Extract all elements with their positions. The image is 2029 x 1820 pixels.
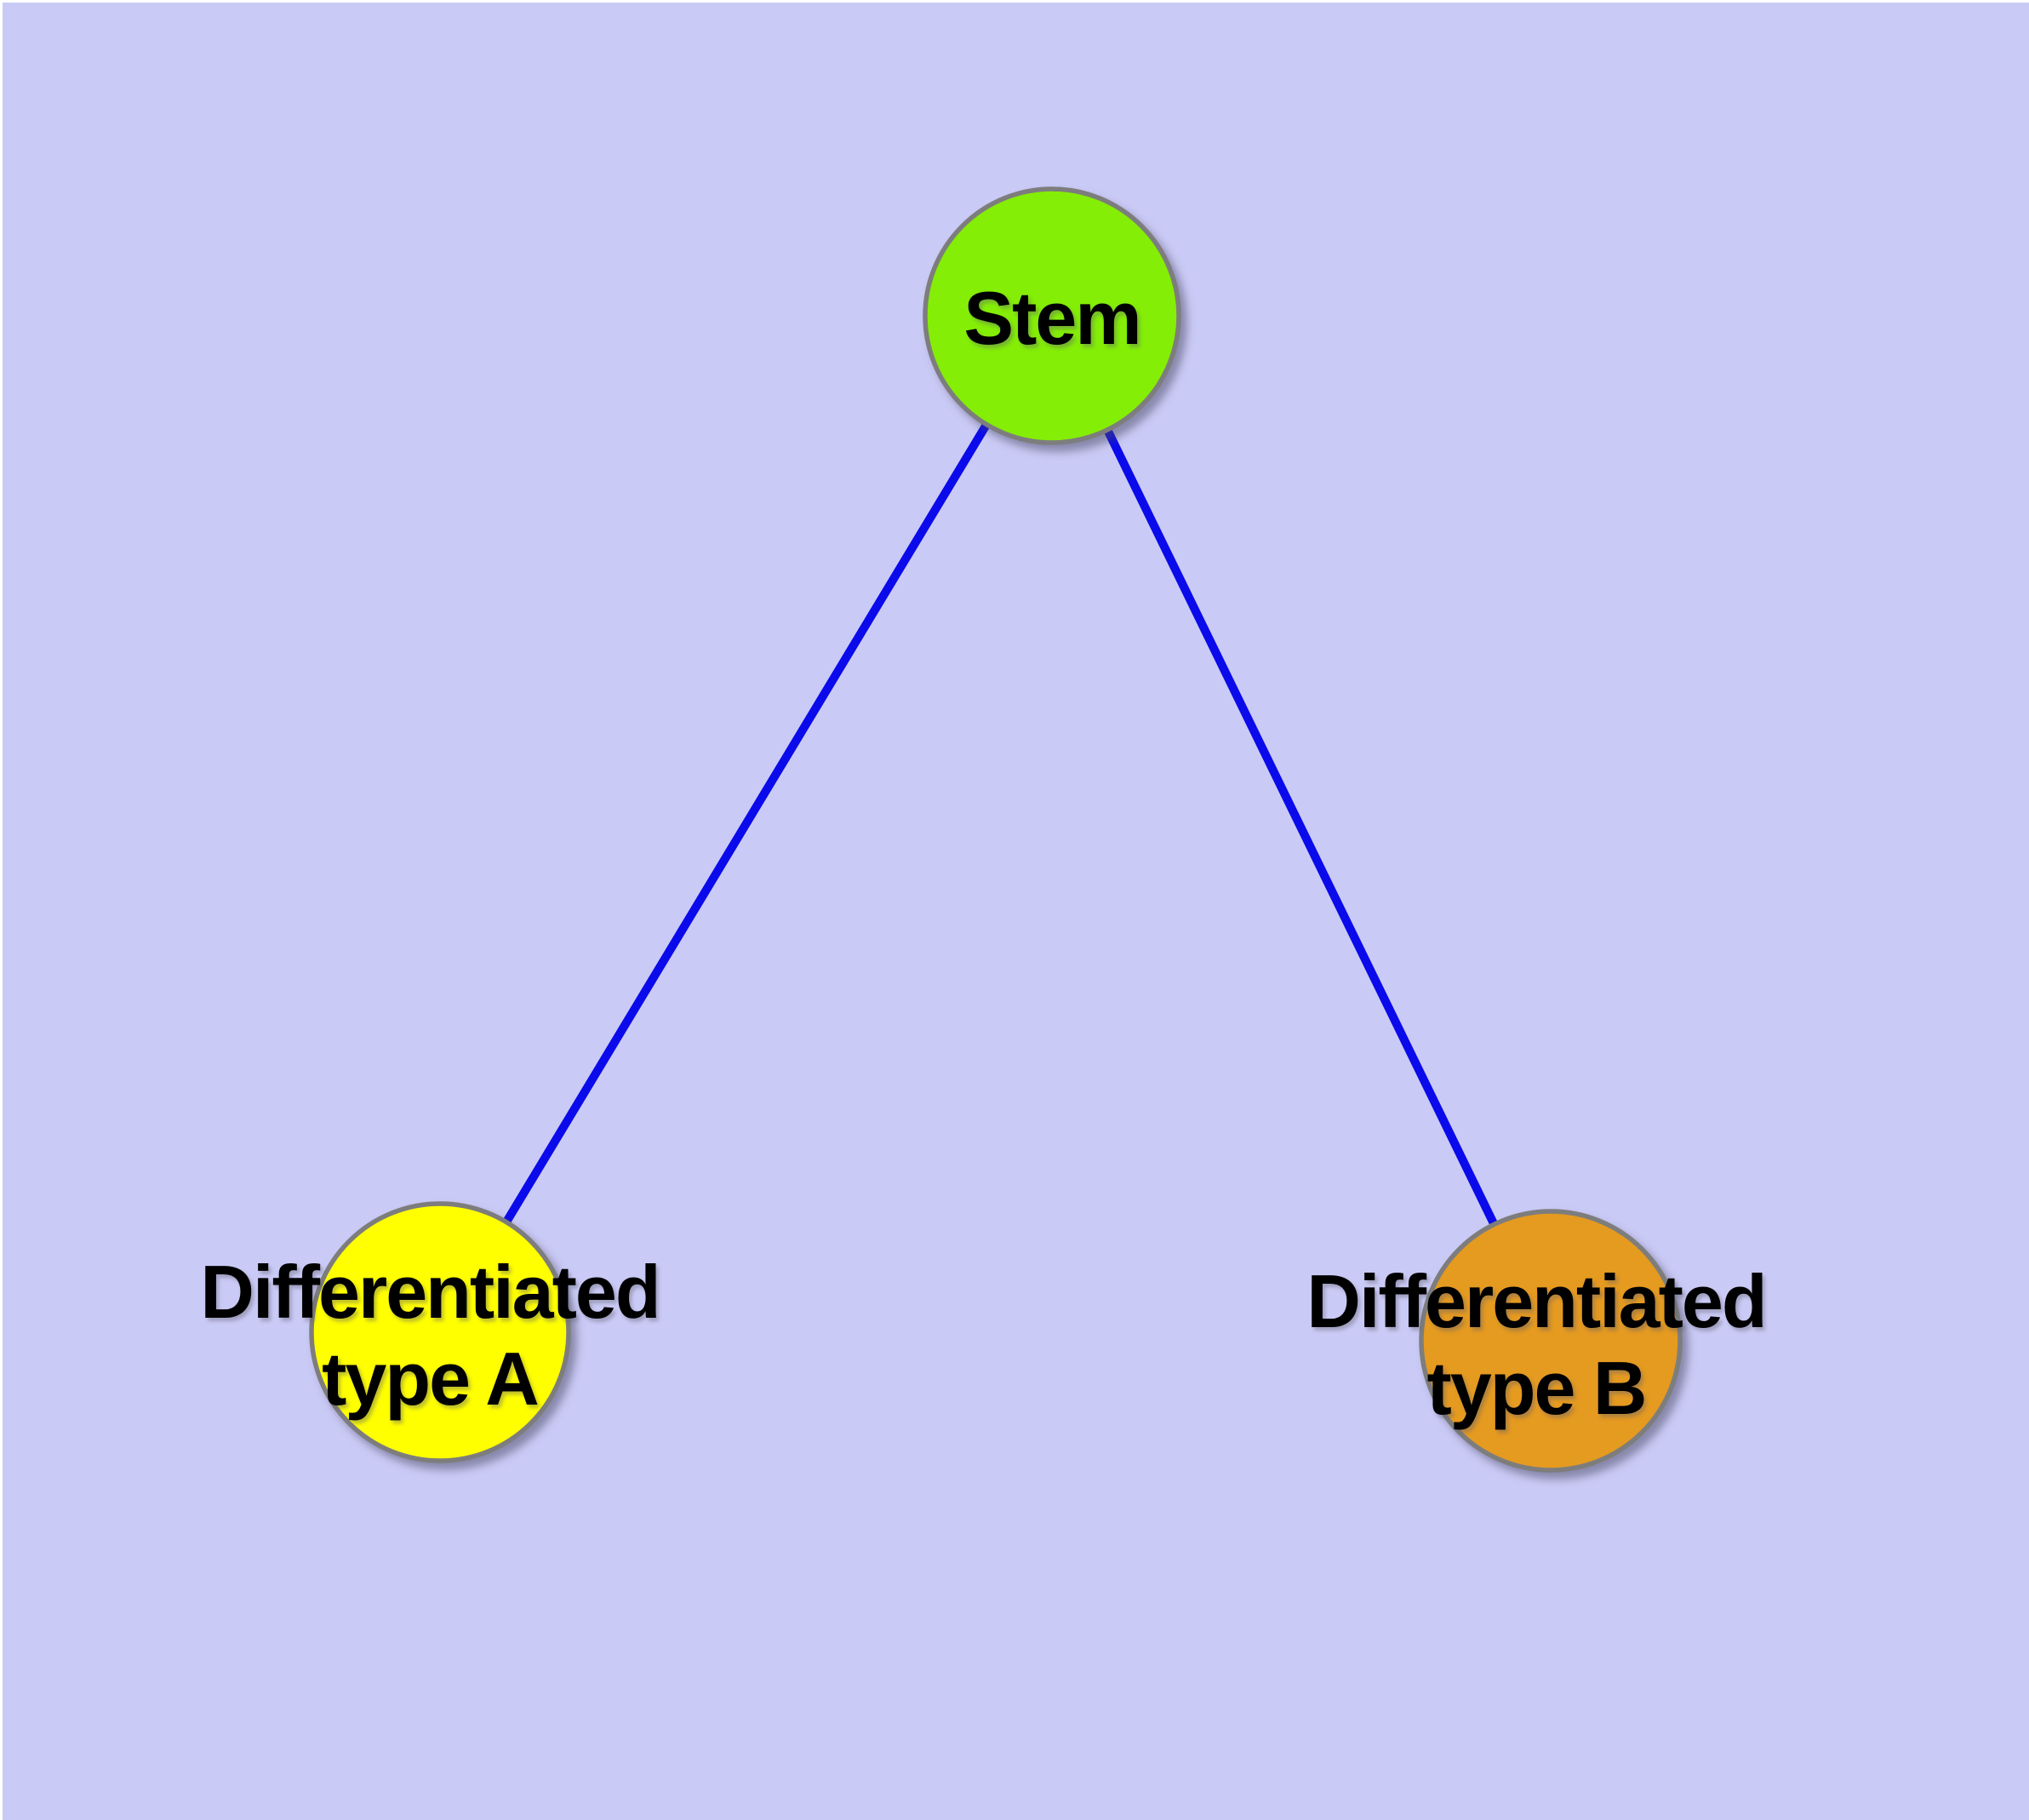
node-type-a-label-line2: type A xyxy=(322,1336,538,1421)
node-type-b-label-line1: Differentiated xyxy=(1306,1259,1765,1343)
node-differentiated-type-a xyxy=(309,1201,571,1463)
edge-stem-to-type-b xyxy=(1048,313,1555,1343)
edge-stem-to-type-a xyxy=(436,313,1056,1335)
node-stem xyxy=(923,186,1181,445)
node-type-b-label-line2: type B xyxy=(1427,1346,1646,1430)
node-stem-label: Stem xyxy=(963,276,1140,360)
node-differentiated-type-b xyxy=(1419,1209,1683,1473)
node-type-a-label-line1: Differentiated xyxy=(200,1250,659,1334)
